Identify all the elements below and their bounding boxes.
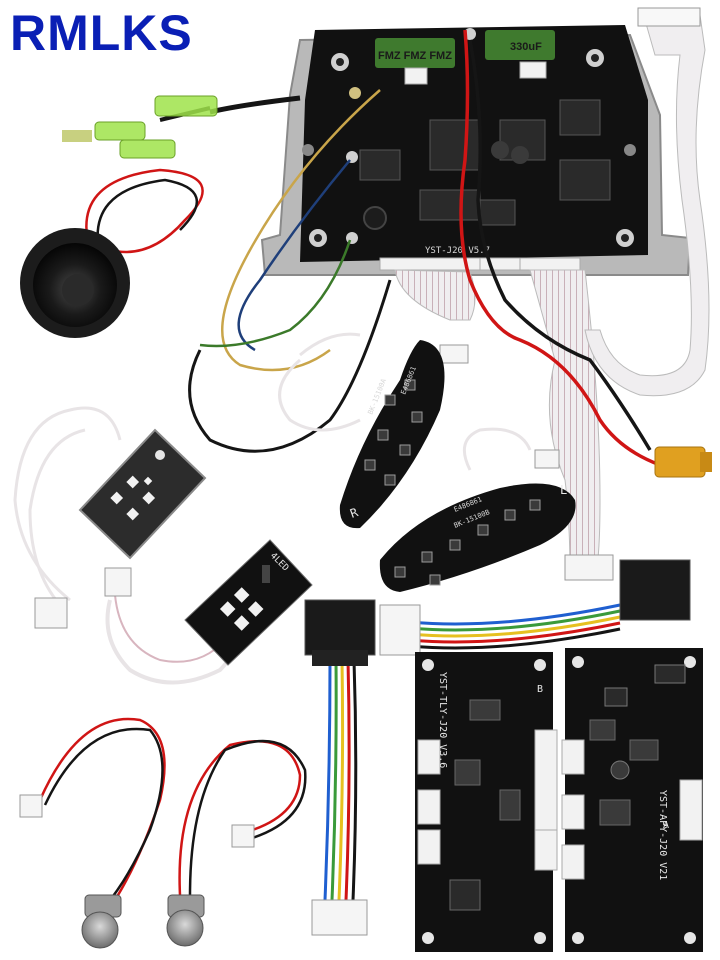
main-board-model: YST-J20 V5.7 — [425, 246, 490, 256]
green-terminals — [62, 95, 301, 159]
cap-left-label: FMZ FMZ FMZ — [378, 50, 452, 62]
brand-logo: RMLKS — [10, 5, 193, 61]
charge-port-1 — [19, 717, 166, 949]
small-led-board-2: 4LED — [104, 539, 313, 685]
gyro-b-model: YST-TLY-J20 V3.6 — [437, 672, 448, 768]
led-right-mark: L — [560, 483, 567, 497]
main-board: FMZ FMZ FMZ 330uF YST-J20 V5.7 — [260, 25, 692, 276]
small-led-board-1 — [13, 406, 207, 629]
cap-right-label: 330uF — [510, 41, 542, 53]
xt60-connector — [654, 446, 712, 478]
gyro-a-model: YST-APY-J20 V21 — [657, 790, 668, 880]
gyro-a-mark: A — [663, 820, 669, 831]
gyro-b-mark: B — [537, 684, 543, 695]
gyro-board-b: YST-TLY-J20 V3.6 B — [415, 652, 558, 952]
rainbow-harness — [304, 559, 691, 936]
gyro-board-a: YST-APY-J20 V21 A — [561, 648, 703, 952]
charge-port-2 — [166, 739, 307, 947]
speaker — [20, 168, 204, 338]
